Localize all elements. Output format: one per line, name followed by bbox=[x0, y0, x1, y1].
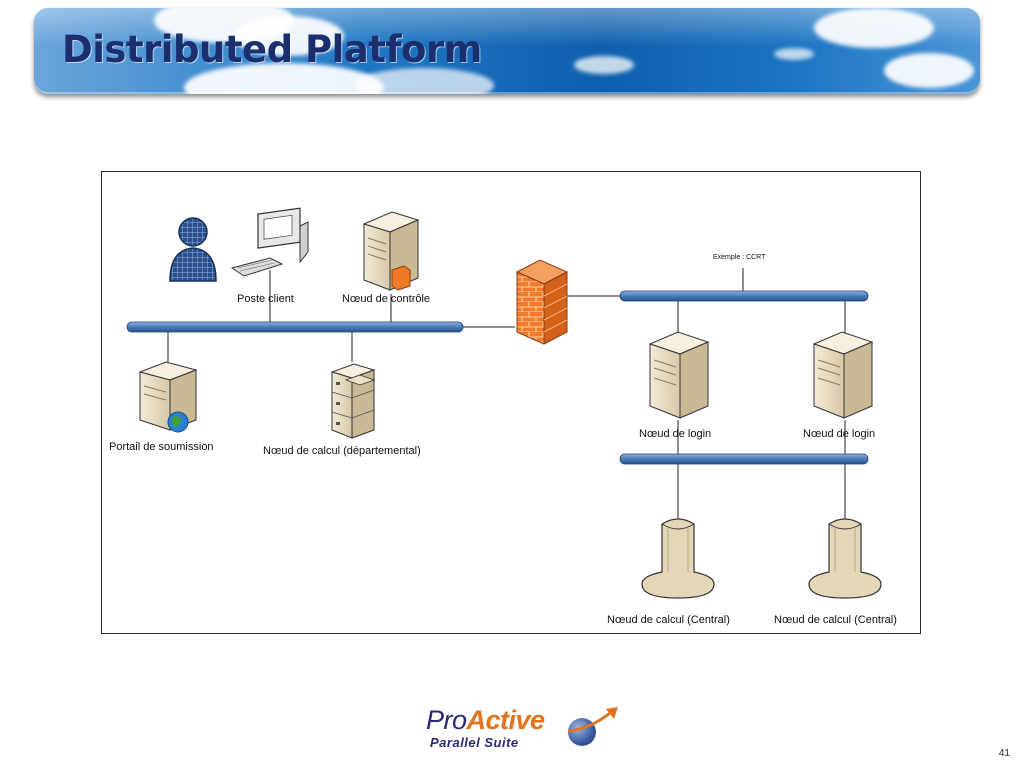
label-noeud-login-2: Nœud de login bbox=[803, 428, 876, 440]
network-diagram: Poste client Nœud de contrôle Portail de… bbox=[101, 171, 921, 634]
label-noeud-calcul-departemental: Nœud de calcul (départemental) bbox=[263, 445, 421, 457]
logo-pro: Pro bbox=[426, 705, 467, 735]
arrow-icon bbox=[567, 707, 618, 733]
label-portail-soumission: Portail de soumission bbox=[109, 441, 214, 453]
proactive-logo: ProActive Parallel Suite bbox=[426, 705, 626, 755]
portal-server-icon bbox=[138, 361, 198, 433]
page-number: 41 bbox=[998, 748, 1010, 759]
logo-active: Active bbox=[466, 705, 546, 735]
login-server-icon bbox=[648, 331, 710, 419]
control-server-icon bbox=[362, 211, 420, 291]
diagram-canvas bbox=[126, 207, 882, 599]
label-noeud-controle: Nœud de contrôle bbox=[342, 293, 431, 305]
firewall-icon bbox=[515, 259, 569, 345]
logo-suite: Parallel Suite bbox=[430, 735, 519, 750]
globe-icon bbox=[568, 718, 596, 746]
label-poste-client: Poste client bbox=[237, 293, 294, 305]
supercomputer-icon-2 bbox=[808, 518, 882, 599]
client-computer-icon bbox=[230, 207, 309, 277]
lan-bus-top-right bbox=[619, 290, 869, 302]
label-noeud-calcul-central-1: Nœud de calcul (Central) bbox=[607, 614, 730, 626]
rack-server-icon bbox=[330, 363, 376, 439]
lan-bus-bottom-right bbox=[619, 453, 869, 465]
label-noeud-login-1: Nœud de login bbox=[639, 428, 712, 440]
user-icon bbox=[169, 217, 217, 282]
label-exemple: Exemple : CCRT bbox=[713, 254, 766, 261]
header-banner bbox=[34, 8, 980, 94]
login-server-icon-2 bbox=[812, 331, 874, 419]
supercomputer-icon bbox=[641, 518, 715, 599]
page-title: Distributed Platform bbox=[62, 28, 482, 71]
connections bbox=[167, 268, 846, 522]
lan-bus-left bbox=[126, 321, 464, 333]
label-noeud-calcul-central-2: Nœud de calcul (Central) bbox=[774, 614, 897, 626]
